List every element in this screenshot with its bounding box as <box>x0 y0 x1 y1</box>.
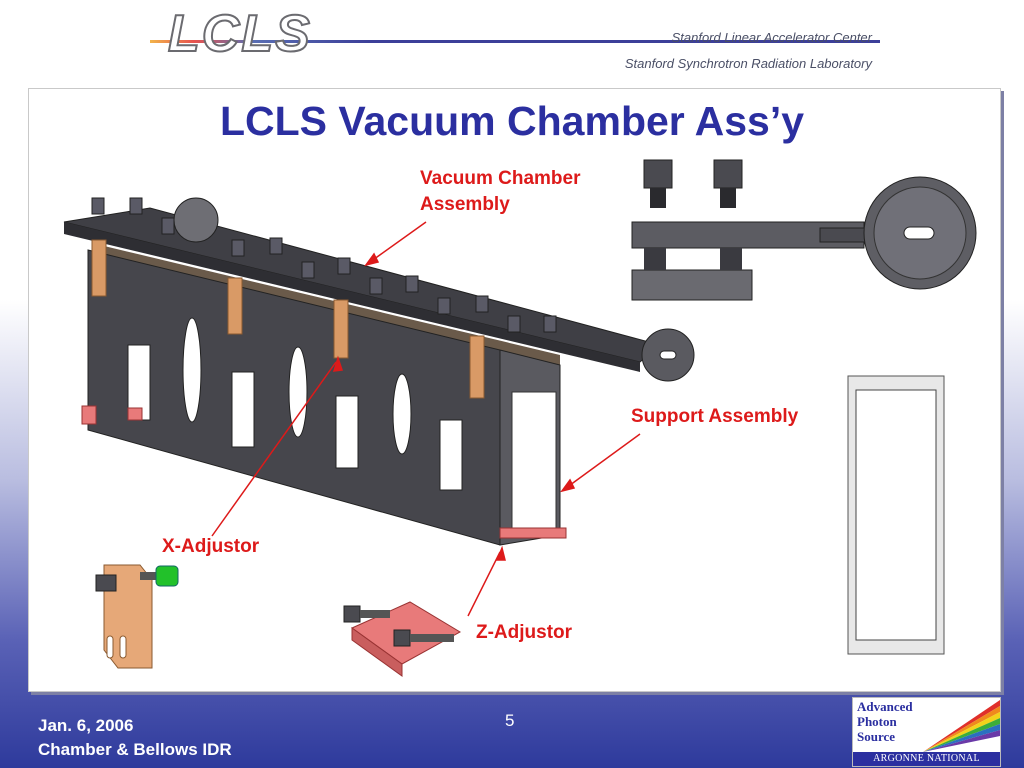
aps-line2: Photon <box>857 714 897 729</box>
callout-vacuum-chamber-line1: Vacuum Chamber <box>420 168 581 189</box>
callout-vacuum-chamber: Vacuum Chamber Assembly <box>420 166 581 218</box>
footer-date: Jan. 6, 2006 <box>38 716 134 735</box>
z-pad-mid <box>127 407 143 421</box>
org-ssrl: Stanford Synchrotron Radiation Laborator… <box>624 56 872 71</box>
callout-support-assembly: Support Assembly <box>631 406 799 427</box>
aps-line1: Advanced <box>857 699 913 714</box>
support-body <box>87 249 561 546</box>
end-view-assembly <box>631 159 977 301</box>
lcls-logo: LCLS <box>167 4 312 64</box>
slide-header: LCLS Stanford Linear Accelerator Center … <box>0 0 1024 84</box>
x-adjustor-brackets <box>91 239 485 399</box>
callout-arrows <box>211 221 641 617</box>
support-frame <box>847 375 945 655</box>
page-number: 5 <box>505 711 515 730</box>
x-adjustor-part <box>95 564 179 669</box>
org-slac: Stanford Linear Accelerator Center <box>671 30 872 45</box>
z-pad-right <box>499 527 567 539</box>
aps-lab-name: ARGONNE NATIONAL LABORATORY <box>853 752 1000 766</box>
logo-rule <box>150 40 880 43</box>
aps-rainbow-icon <box>923 700 1000 752</box>
flange-left-icon <box>173 197 219 243</box>
aps-line3: Source <box>857 729 896 744</box>
footer-info: Jan. 6, 2006 Chamber & Bellows IDR <box>38 714 232 762</box>
footer-event: Chamber & Bellows IDR <box>38 740 232 759</box>
aps-logo: Advanced Photon Source ARGONNE NATIONAL … <box>852 697 1001 767</box>
callout-vacuum-chamber-line2: Assembly <box>420 194 510 215</box>
aps-wordmark: Advanced Photon Source <box>857 699 913 744</box>
slide-title: LCLS Vacuum Chamber Ass’y <box>219 98 805 144</box>
z-pad-left <box>81 405 97 425</box>
callout-x-adjustor: X-Adjustor <box>162 536 260 557</box>
callout-z-adjustor: Z-Adjustor <box>476 622 573 643</box>
z-adjustor-part <box>343 601 462 677</box>
